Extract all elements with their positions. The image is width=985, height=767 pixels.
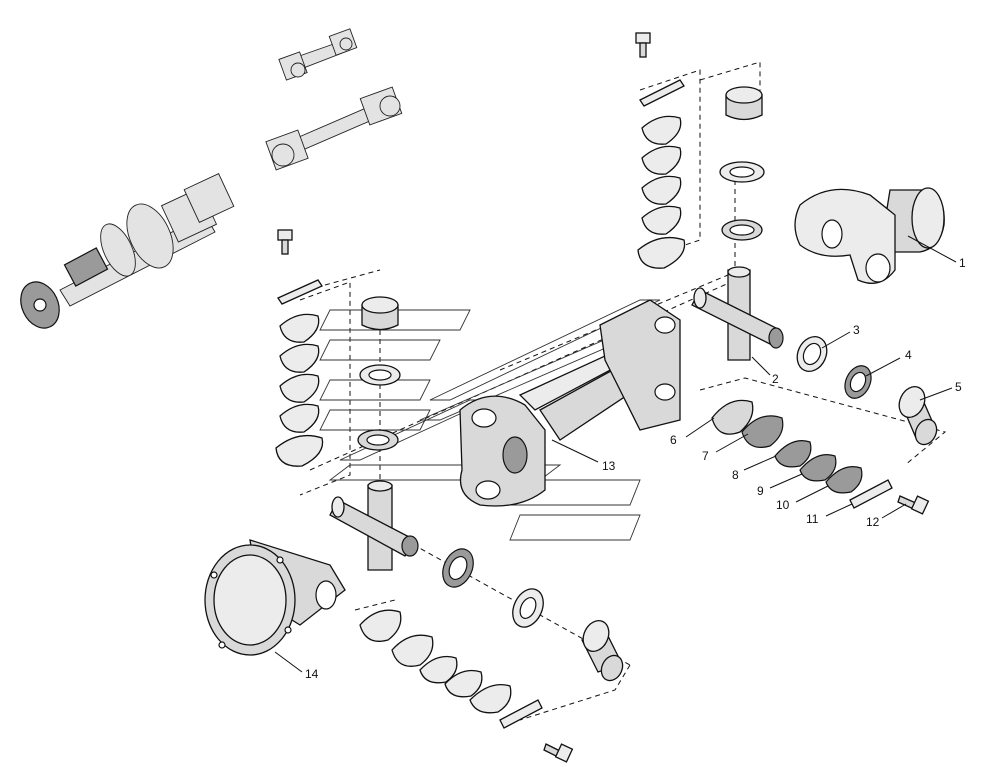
callout-11: 11 (806, 512, 819, 526)
left-shim-stack (275, 313, 324, 467)
upper-seal-ring-a (719, 161, 765, 183)
left-bolt (277, 229, 293, 255)
callout-6: 6 (670, 433, 677, 447)
lock-plate-part-11 (849, 479, 893, 509)
callout-9: 9 (757, 484, 764, 498)
lower-seal-ring-a (442, 548, 474, 588)
left-lock-plate (277, 279, 323, 305)
shaft-thumbnail-large (20, 173, 235, 329)
callout-7: 7 (702, 449, 709, 463)
seal-ring-part-3 (796, 335, 828, 373)
left-bearing-cup (361, 296, 399, 331)
upper-bearing-cup (725, 86, 763, 121)
cover-plate-part-6 (711, 399, 754, 435)
callout-14: 14 (305, 667, 319, 681)
flange-yoke-part-14 (204, 539, 346, 656)
shim-part-10 (825, 466, 863, 494)
left-seal-ring-a (359, 364, 401, 386)
lower-bearing-cup (581, 619, 624, 682)
callout-5: 5 (955, 380, 962, 394)
shim-part-8 (774, 440, 812, 468)
gasket-part-7 (741, 415, 784, 448)
lower-seal-ring-b (512, 588, 544, 628)
lower-shim-stack (359, 609, 574, 763)
shaft-thumbnail-medium (265, 86, 403, 171)
shim-part-9 (799, 454, 837, 482)
flange-yoke-part-1 (794, 187, 945, 284)
seal-part-4 (844, 365, 872, 399)
callout-4: 4 (905, 348, 912, 362)
upper-seal-ring-b (721, 219, 763, 241)
callout-12: 12 (866, 515, 880, 529)
callout-8: 8 (732, 468, 739, 482)
callout-2: 2 (772, 372, 779, 386)
bolt-part-12 (897, 495, 930, 515)
leader-lines (274, 235, 957, 673)
callout-10: 10 (776, 498, 790, 512)
spider-cross-part-2 (691, 266, 784, 361)
upper-shim-stack (637, 115, 686, 269)
callout-1: 1 (959, 256, 966, 270)
shaft-part-13 (459, 299, 681, 507)
bearing-cup-part-5 (898, 385, 938, 446)
shaft-thumbnail-small (278, 28, 358, 81)
lower-spider-cross (329, 480, 419, 571)
callout-labels: 1 2 3 4 5 6 7 8 9 10 11 12 13 14 (305, 256, 966, 681)
left-seal-ring-b (357, 429, 399, 451)
upper-bolt (635, 32, 651, 58)
callout-13: 13 (602, 459, 616, 473)
upper-lock-plate (639, 79, 685, 107)
callout-3: 3 (853, 323, 860, 337)
